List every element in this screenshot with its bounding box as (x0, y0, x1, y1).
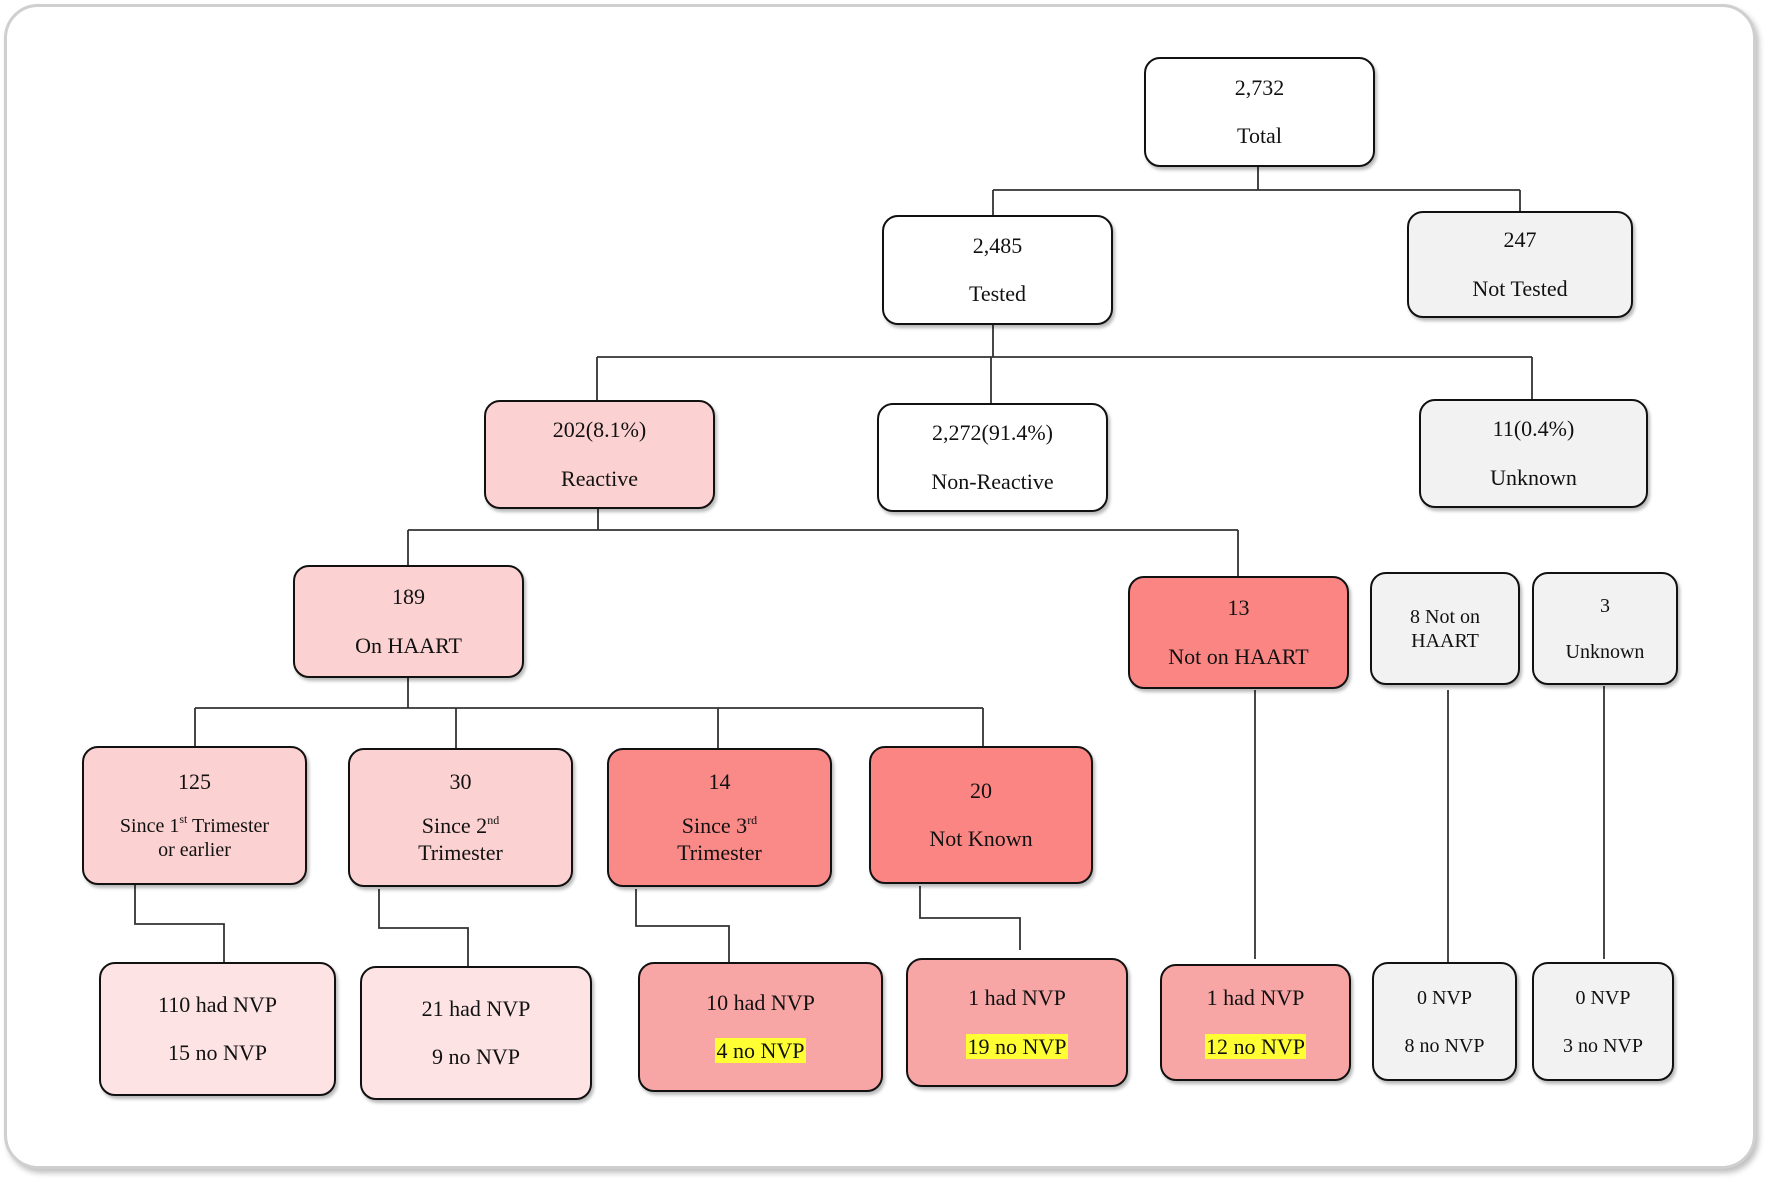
tested-label: Tested (968, 281, 1027, 306)
not-known-value: 20 (970, 777, 992, 803)
reactive-label: Reactive (561, 465, 638, 491)
node-outcome-3rd: 10 had NVP 4 no NVP (638, 962, 883, 1092)
not-on-haart-value: 13 (1227, 595, 1250, 621)
connector-on-haart (194, 678, 984, 750)
outcome-not-on-haart-no: 12 no NVP (1204, 1033, 1306, 1059)
node-not-on-haart: 13 Not on HAART (1128, 576, 1349, 689)
not-known-label: Not Known (929, 826, 1033, 851)
node-on-haart: 189 On HAART (293, 565, 524, 678)
non-reactive-value: 2,272(91.4%) (932, 420, 1053, 446)
connector-1st (134, 885, 225, 963)
since-3rd-label: Since 3rd (681, 813, 758, 839)
connector-tested (596, 325, 1533, 404)
total-value: 2,732 (1234, 74, 1285, 100)
node-outcome-unknown-not-on-haart: 0 NVP 8 no NVP (1372, 962, 1517, 1081)
outcome-1st-no: 15 no NVP (167, 1040, 267, 1065)
unknown-not-on-haart-line2: HAART (1411, 629, 1479, 652)
node-since-1st: 125 Since 1st Trimester or earlier (82, 746, 307, 885)
since-3rd-label-line2: Trimester (677, 839, 762, 865)
outcome-2nd-no: 9 no NVP (431, 1044, 520, 1069)
total-label: Total (1237, 123, 1282, 148)
unknown-unknown-value: 3 (1600, 594, 1610, 617)
outcome-unknown-not-on-haart-had: 0 NVP (1416, 986, 1472, 1009)
not-on-haart-label: Not on HAART (1168, 643, 1309, 669)
node-unknown-not-on-haart: 8 Not on HAART (1370, 572, 1520, 685)
connector-2nd (378, 889, 469, 967)
node-outcome-not-on-haart: 1 had NVP 12 no NVP (1160, 964, 1351, 1081)
outcome-unknown-unknown-no: 3 no NVP (1562, 1034, 1643, 1057)
node-non-reactive: 2,272(91.4%) Non-Reactive (877, 403, 1108, 512)
unknown-result-label: Unknown (1490, 464, 1577, 490)
outcome-1st-had: 110 had NVP (158, 991, 277, 1017)
since-3rd-value: 14 (708, 768, 731, 794)
node-outcome-1st: 110 had NVP 15 no NVP (99, 962, 336, 1096)
node-not-tested: 247 Not Tested (1407, 211, 1633, 318)
outcome-not-on-haart-had: 1 had NVP (1206, 985, 1305, 1011)
connector-3rd (635, 889, 730, 963)
on-haart-value: 189 (392, 584, 425, 610)
since-2nd-label-line2: Trimester (418, 839, 503, 865)
outcome-3rd-no: 4 no NVP (715, 1038, 806, 1063)
outcome-2nd-had: 21 had NVP (421, 995, 531, 1021)
node-outcome-2nd: 21 had NVP 9 no NVP (360, 966, 592, 1100)
unknown-not-on-haart-line1: 8 Not on (1410, 605, 1480, 628)
since-2nd-value: 30 (449, 768, 472, 794)
outcome-unknown-not-on-haart-no: 8 no NVP (1404, 1034, 1485, 1057)
unknown-result-value: 11(0.4%) (1492, 416, 1575, 442)
node-not-known: 20 Not Known (869, 746, 1093, 884)
node-reactive: 202(8.1%) Reactive (484, 400, 715, 509)
not-tested-label: Not Tested (1472, 275, 1568, 301)
node-since-2nd: 30 Since 2nd Trimester (348, 748, 573, 887)
outcome-not-known-no: 19 no NVP (966, 1033, 1068, 1059)
since-1st-label: Since 1st Trimester (119, 811, 270, 837)
connector-total (992, 166, 1521, 216)
outcome-unknown-unknown-had: 0 NVP (1575, 986, 1631, 1009)
outcome-not-known-had: 1 had NVP (968, 985, 1066, 1011)
node-unknown-result: 11(0.4%) Unknown (1419, 399, 1648, 508)
node-outcome-unknown-unknown: 0 NVP 3 no NVP (1532, 962, 1674, 1081)
connector-reactive (407, 508, 1239, 577)
since-1st-value: 125 (178, 769, 211, 795)
non-reactive-label: Non-Reactive (931, 468, 1054, 494)
connector-not-known (919, 886, 1021, 950)
since-1st-label-line2: or earlier (158, 838, 231, 861)
node-tested: 2,485 Tested (882, 215, 1113, 325)
on-haart-label: On HAART (355, 632, 462, 658)
node-total: 2,732 Total (1144, 57, 1375, 167)
outcome-3rd-had: 10 had NVP (706, 989, 815, 1015)
node-outcome-not-known: 1 had NVP 19 no NVP (906, 958, 1128, 1087)
unknown-unknown-label: Unknown (1565, 640, 1645, 663)
since-2nd-label: Since 2nd (421, 813, 500, 839)
node-unknown-unknown: 3 Unknown (1532, 572, 1678, 685)
reactive-value: 202(8.1%) (552, 417, 647, 443)
node-since-3rd: 14 Since 3rd Trimester (607, 748, 832, 887)
tested-value: 2,485 (972, 232, 1023, 258)
not-tested-value: 247 (1503, 227, 1537, 253)
